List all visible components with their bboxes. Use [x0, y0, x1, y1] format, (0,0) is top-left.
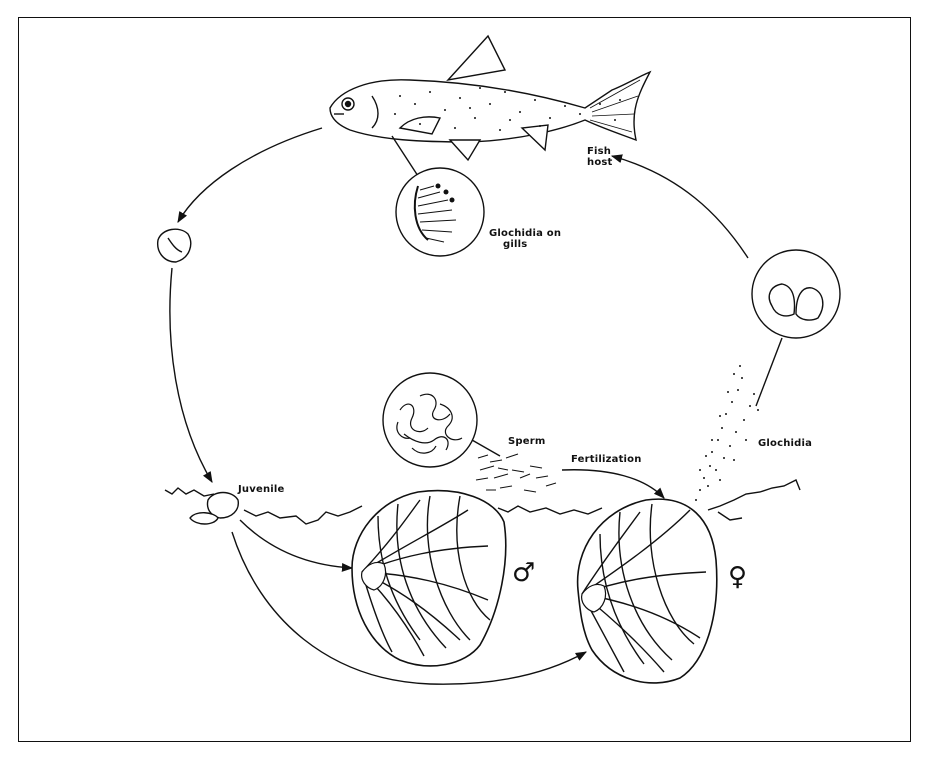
arrow-glochidia-to-fish — [610, 154, 749, 259]
arrow-sperm-to-female — [561, 469, 665, 499]
male-mussel — [351, 489, 507, 667]
sperm-cloud — [475, 453, 557, 493]
arrow-juvenile-to-male — [239, 519, 354, 572]
fish-host-illustration — [329, 34, 652, 162]
cycle-arrows — [169, 127, 749, 685]
tail-fin-rays — [589, 79, 641, 133]
female-symbol: ♀ — [728, 562, 748, 592]
sperm-inset — [382, 372, 501, 468]
pelvic-fin — [448, 139, 482, 162]
free-glochidium — [157, 228, 192, 263]
gills-inset — [391, 135, 485, 257]
arrow-glochidium-to-juvenile — [169, 267, 213, 483]
female-mussel — [576, 498, 718, 684]
dorsal-fin — [446, 34, 507, 82]
juvenile-mussel — [189, 491, 239, 525]
fish-speckles — [394, 87, 621, 131]
pectoral-fin — [398, 116, 442, 135]
arrow-juvenile-to-female — [231, 531, 587, 685]
label-fish-host: Fish host — [587, 146, 613, 168]
label-juvenile: Juvenile — [238, 484, 285, 495]
label-fertilization: Fertilization — [571, 454, 642, 465]
label-sperm: Sperm — [508, 436, 546, 447]
male-symbol: ♂ — [512, 558, 536, 588]
glochidia-plume — [695, 365, 759, 501]
anal-fin — [520, 124, 549, 152]
label-glochidia-on-gills: Glochidia on gills — [489, 228, 562, 250]
glochidia-inset — [751, 249, 841, 407]
label-glochidia: Glochidia — [758, 438, 813, 449]
arrow-fish-to-glochidium — [177, 127, 323, 223]
riverbed — [164, 479, 801, 525]
